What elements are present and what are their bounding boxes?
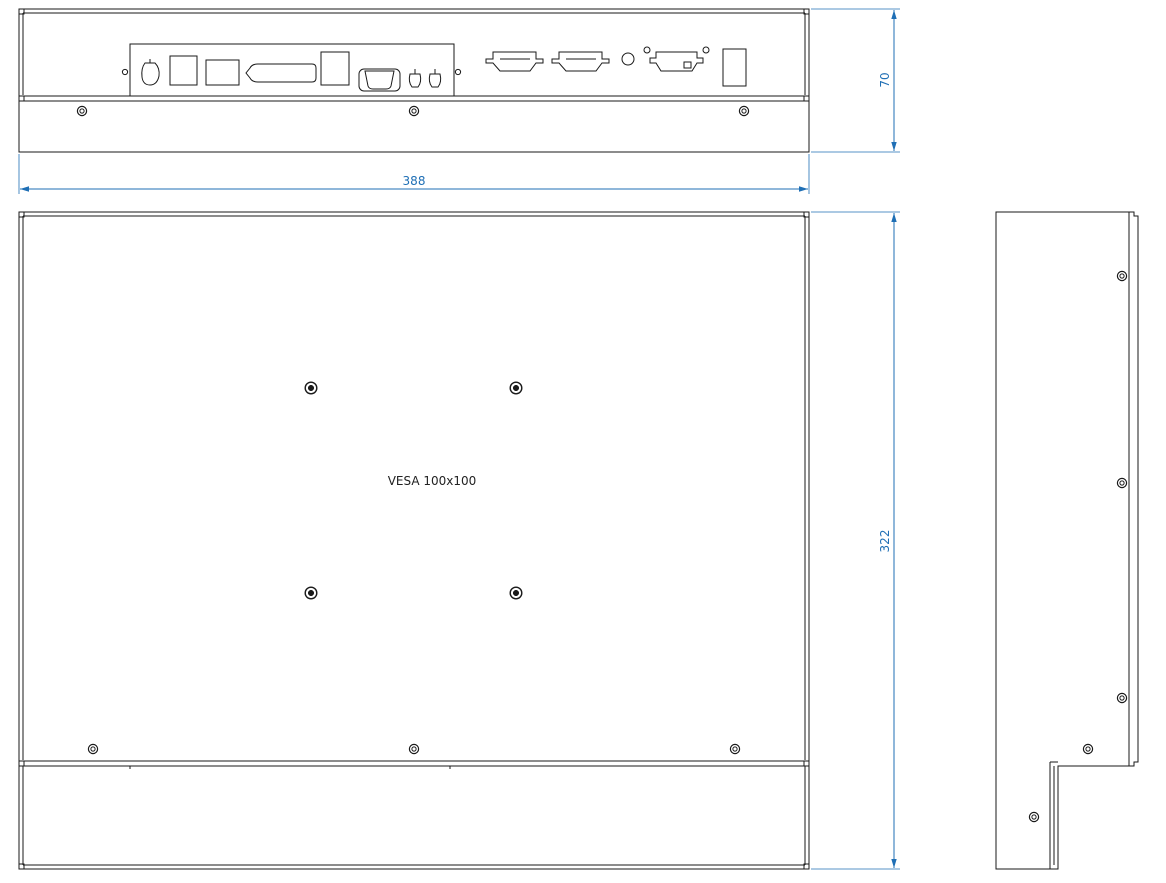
screw-icon [509,586,523,600]
power-switch-icon [722,48,747,87]
screw-icon [76,105,88,117]
screw-icon [87,743,99,755]
dimension-height-label: 322 [878,530,892,553]
serial-port-icon [485,51,544,72]
serial-port-icon [643,46,710,72]
front-view [18,211,810,870]
screw-icon [304,381,318,395]
vesa-label: VESA 100x100 [388,474,477,488]
screw-icon [509,381,523,395]
dimension-width: 388 [18,154,810,194]
front-view-outline [18,211,810,870]
io-plate [129,43,455,97]
dimension-height: 322 [811,211,900,870]
screw-icon [408,105,420,117]
audio-jack-icon [408,73,422,88]
lan-port-icon [205,59,240,86]
screw-icon [729,743,741,755]
screw-icon [1116,692,1128,704]
dvi-port-icon [245,63,317,83]
side-view-outline [995,211,1139,870]
top-view [18,8,810,153]
serial-port-icon [551,51,610,72]
screw-icon [1116,270,1128,282]
vga-port-icon [364,70,395,90]
usb-port-icon [320,51,350,86]
top-view-outline [18,8,810,153]
screw-icon [1082,743,1094,755]
dimension-depth: 70 [811,8,900,153]
power-jack-icon [141,62,160,86]
dimension-width-label: 388 [403,174,426,188]
screw-icon [1028,811,1040,823]
usb-port-icon [169,55,198,86]
screw-icon [1116,477,1128,489]
side-view [995,211,1139,870]
dimension-depth-label: 70 [878,72,892,87]
screw-icon [738,105,750,117]
screw-icon [408,743,420,755]
audio-jack-icon [428,73,442,88]
screw-icon [304,586,318,600]
